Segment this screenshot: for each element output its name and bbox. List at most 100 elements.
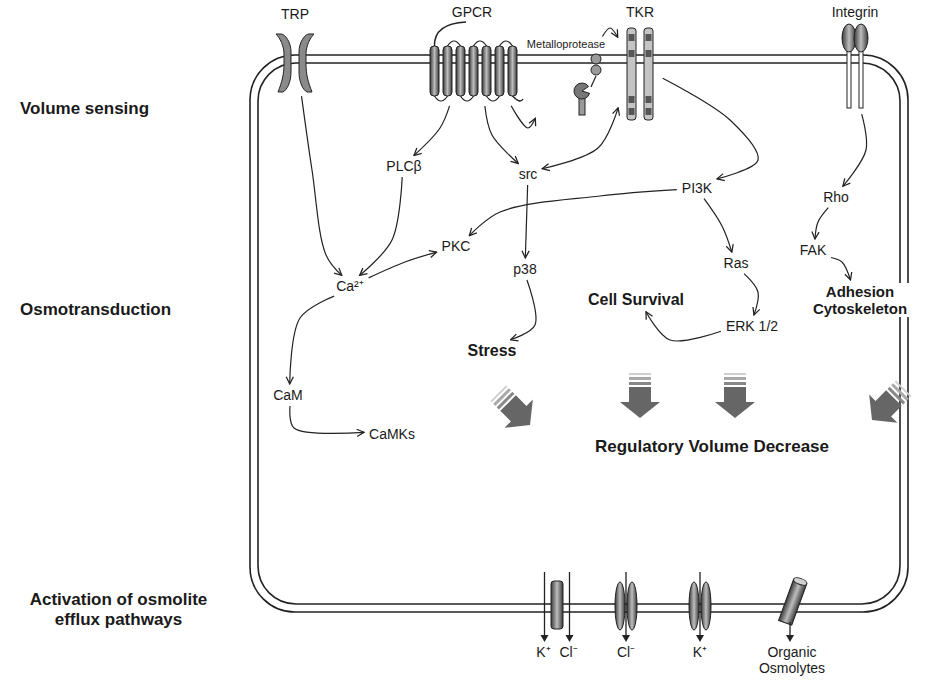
gpcr-receptor-shape xyxy=(420,20,524,104)
edge-group xyxy=(290,28,867,433)
receptor-c-terminus xyxy=(513,96,524,101)
component-name: TRP xyxy=(281,6,309,22)
channel-subunit xyxy=(299,34,314,92)
efflux-arrowhead xyxy=(786,635,794,642)
protease-stem xyxy=(579,97,585,115)
arrow-stripe xyxy=(629,373,651,375)
efflux-arrow xyxy=(569,572,570,637)
molecule-name: FAK xyxy=(800,242,826,258)
arrow-stripe xyxy=(724,373,746,375)
signal-arrow xyxy=(602,28,617,37)
signal-arrow xyxy=(663,78,759,179)
section-label: Osmotransduction xyxy=(20,300,171,320)
signal-molecule: ERK 1/2 xyxy=(723,317,781,335)
receptor-chain xyxy=(644,28,653,120)
arrow-stripe xyxy=(629,377,651,380)
molecule-name: Ca²⁺ xyxy=(336,278,364,294)
efflux-arrowhead xyxy=(566,635,574,642)
arrow-stripe xyxy=(724,377,746,380)
molecule-name: Ras xyxy=(724,255,749,271)
transporter-body xyxy=(551,581,563,629)
text-group: PLCβ xyxy=(386,158,421,174)
tyrosine-kinase-receptor: TKR xyxy=(619,4,661,124)
molecule-name: Rho xyxy=(823,189,849,205)
potassium-channel-shape xyxy=(680,570,720,644)
chloride-channel: Cl⁻ xyxy=(606,570,646,660)
efflux-arrow xyxy=(789,622,790,637)
text-group: TKR xyxy=(619,4,661,20)
arrow-body xyxy=(858,384,908,434)
ligand-domain xyxy=(591,54,601,64)
pathway-arrow xyxy=(620,373,660,418)
protease-head xyxy=(574,83,590,99)
signal-molecule: src xyxy=(516,165,541,183)
text-group: Organic Osmolytes xyxy=(742,644,842,676)
pathway-arrow xyxy=(858,374,918,434)
molecule-name: Adhesion Cytoskeleton xyxy=(808,283,912,318)
arrow-body xyxy=(620,387,660,418)
text-group: p38 xyxy=(513,261,536,277)
text-group: TRP xyxy=(275,6,315,22)
molecule-name: CaMKs xyxy=(369,426,415,442)
osmolyte-pore xyxy=(779,576,808,625)
signal-arrow xyxy=(414,106,450,156)
signal-arrow xyxy=(843,114,867,186)
outcome-label: Cell Survival xyxy=(585,290,687,310)
efflux-arrow xyxy=(625,572,626,637)
molecule-name: src xyxy=(519,166,538,182)
text-group: K⁺Cl⁻ xyxy=(532,644,582,660)
molecule-name: PLCβ xyxy=(386,158,421,174)
efflux-arrow xyxy=(699,572,700,637)
molecule-name: ERK 1/2 xyxy=(726,318,778,334)
component-name: K⁺ xyxy=(693,644,707,660)
cell-membrane-outer xyxy=(250,55,908,612)
receptor-domain xyxy=(629,96,635,103)
signal-molecule: PLCβ xyxy=(383,157,424,175)
signal-arrow xyxy=(369,252,437,278)
signal-arrow xyxy=(485,106,518,163)
text-group: Ras xyxy=(724,255,749,271)
signal-arrow xyxy=(744,274,758,315)
osmolyte-channel-shape xyxy=(742,570,842,644)
integrin-stalk xyxy=(847,50,851,108)
text-group: Rho xyxy=(823,189,849,205)
receptor-domain xyxy=(629,50,635,57)
receptor-helix xyxy=(495,46,504,96)
ligand-domain xyxy=(591,65,601,75)
component-name: GPCR xyxy=(452,4,492,20)
text-group: Ca²⁺ xyxy=(336,278,364,294)
component-name: TKR xyxy=(626,4,654,20)
signal-arrow xyxy=(290,296,334,384)
receptor-helix xyxy=(430,46,439,96)
molecule-name: PI3K xyxy=(682,180,712,196)
text-group: src xyxy=(519,166,538,182)
text-group: Adhesion Cytoskeleton xyxy=(808,283,912,318)
channel-subunit xyxy=(701,582,711,630)
channel-subunit xyxy=(615,582,625,630)
receptor-domain xyxy=(646,34,652,41)
signal-arrow xyxy=(831,257,850,279)
text-group: K⁺ xyxy=(680,644,720,660)
tyrosine-kinase-receptor-shape xyxy=(619,20,661,124)
component-name: K⁺ xyxy=(536,644,550,660)
text-group: GPCR xyxy=(420,4,524,20)
integrin-stalk xyxy=(859,50,863,108)
text-group: Metalloprotease xyxy=(524,38,608,51)
receptor-helix xyxy=(508,46,517,96)
signal-arrow xyxy=(511,280,536,340)
pathway-arrow xyxy=(484,379,544,439)
integrin-head xyxy=(854,24,868,52)
molecule-name: p38 xyxy=(513,261,536,277)
signal-molecule: Ca²⁺ xyxy=(333,277,367,295)
molecule-name: CaM xyxy=(273,387,303,403)
integrin-receptor-shape xyxy=(827,20,883,112)
kcl-cotransporter-shape xyxy=(532,570,582,644)
channel-subunit xyxy=(276,34,291,92)
gpcr-receptor: GPCR xyxy=(420,4,524,104)
receptor-chain xyxy=(627,28,636,120)
signal-arrow xyxy=(542,108,618,169)
ligand-stalk xyxy=(591,76,596,87)
chloride-channel-shape xyxy=(606,570,646,644)
